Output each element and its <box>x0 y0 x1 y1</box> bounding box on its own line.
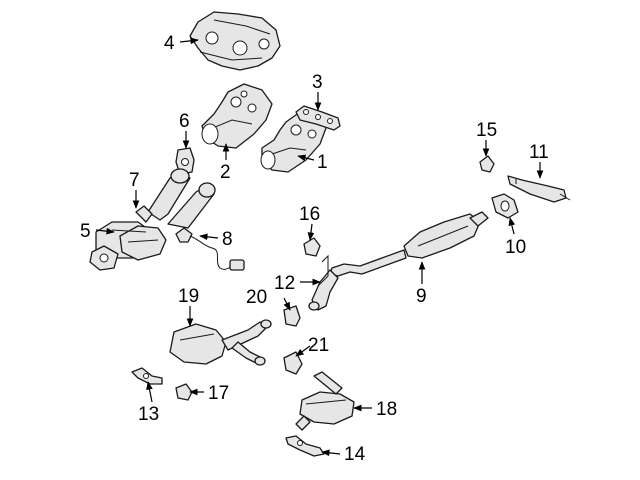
clamp-17-part <box>175 383 193 401</box>
callout-number-21: 21 <box>308 335 329 356</box>
flange-gasket-part <box>175 147 195 175</box>
callout-labels: 1 2 3 4 5 6 7 8 9 10 11 12 13 14 15 16 1… <box>80 33 549 465</box>
callout-number-7: 7 <box>129 170 140 191</box>
clamp-21-part <box>283 351 303 375</box>
callout-number-9: 9 <box>416 286 427 307</box>
callout-leaders <box>95 37 544 457</box>
clamp-20-part <box>283 305 301 327</box>
oxygen-sensor-part <box>175 227 245 271</box>
callout-number-19: 19 <box>178 286 199 307</box>
pipe-hanger-part <box>317 254 329 287</box>
callout-number-16: 16 <box>299 204 320 225</box>
rear-muffler-left-part <box>169 319 272 366</box>
callout-number-12: 12 <box>274 273 295 294</box>
callout-number-15: 15 <box>476 120 497 141</box>
callout-number-1: 1 <box>317 152 328 173</box>
hanger-insulator-14-part <box>285 435 325 457</box>
clamp-15-part <box>479 155 495 173</box>
callout-number-13: 13 <box>138 404 159 425</box>
hanger-bracket-part <box>507 175 571 203</box>
front-pipe-converter-part <box>89 168 216 271</box>
callout-number-18: 18 <box>376 399 397 420</box>
hanger-insulator-13-part <box>131 367 163 385</box>
callout-number-10: 10 <box>505 237 526 258</box>
manifold-gasket-part <box>295 105 341 131</box>
callout-number-11: 11 <box>529 142 549 163</box>
heat-shield-part <box>189 11 281 71</box>
callout-number-4: 4 <box>164 33 175 54</box>
rear-muffler-right-part <box>295 371 355 431</box>
callout-number-2: 2 <box>220 162 231 183</box>
callout-number-3: 3 <box>312 72 323 93</box>
callout-number-14: 14 <box>344 444 366 465</box>
callout-number-8: 8 <box>222 229 233 250</box>
clamp-16-part <box>303 237 321 257</box>
callout-number-20: 20 <box>246 287 267 308</box>
callout-number-6: 6 <box>179 111 190 132</box>
pipe-gasket-part <box>491 193 519 219</box>
callout-number-17: 17 <box>208 383 229 404</box>
center-pipe-resonator-part <box>308 211 489 311</box>
exhaust-manifold-left-part <box>201 83 273 149</box>
callout-number-5: 5 <box>80 221 91 242</box>
